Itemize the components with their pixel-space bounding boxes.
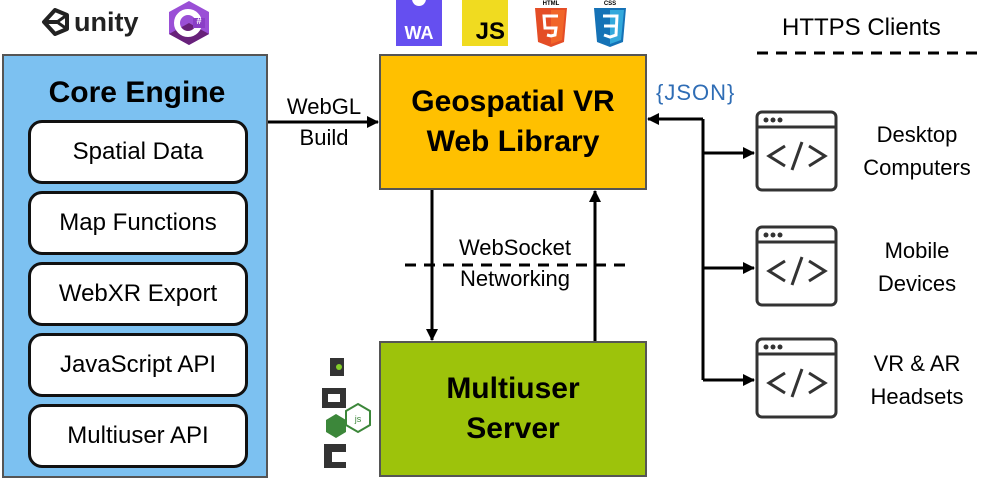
- core-engine-title: Core Engine: [48, 76, 226, 109]
- webassembly-logo: WA: [396, 0, 442, 46]
- multiuser-server-box: Multiuser Server: [379, 341, 647, 477]
- browser-code-icon: [755, 337, 838, 419]
- core-item-webxr-export: WebXR Export: [28, 262, 248, 326]
- browser-code-icon: [755, 225, 838, 307]
- client-vr-ar-label: VR & AR Headsets: [870, 351, 964, 409]
- json-logo: {JSON}: [656, 80, 736, 105]
- unity-logo: unity: [40, 4, 139, 40]
- https-clients-title: HTTPS Clients: [782, 14, 941, 41]
- geospatial-vr-web-library-box: Geospatial VR Web Library: [379, 54, 647, 190]
- unity-wordmark: unity: [74, 6, 139, 37]
- svg-text:CSS: CSS: [604, 1, 616, 7]
- core-item-map-functions: Map Functions: [28, 191, 248, 255]
- css3-logo: CSS: [593, 0, 627, 48]
- client-desktop-label: Desktop Computers: [863, 122, 971, 180]
- core-item-javascript-api: JavaScript API: [28, 333, 248, 397]
- nodejs-logo: js: [308, 352, 378, 472]
- csharp-logo: #: [167, 0, 211, 46]
- svg-text:#: #: [196, 16, 201, 26]
- core-engine-box: Core Engine Spatial Data Map Functions W…: [2, 54, 268, 478]
- svg-text:HTML: HTML: [543, 1, 560, 7]
- client-mobile-label: Mobile Devices: [877, 238, 957, 296]
- core-item-spatial-data: Spatial Data: [28, 120, 248, 184]
- unity-icon: [42, 8, 69, 36]
- javascript-logo: JS: [462, 0, 508, 46]
- websocket-networking-label: WebSocket Networking: [458, 235, 572, 291]
- nodejs-js-mark: js: [354, 414, 362, 424]
- webgl-build-label: WebGL Build: [286, 94, 362, 150]
- html5-logo: HTML: [534, 0, 568, 48]
- browser-code-icon: [755, 110, 838, 192]
- core-item-multiuser-api: Multiuser API: [28, 404, 248, 468]
